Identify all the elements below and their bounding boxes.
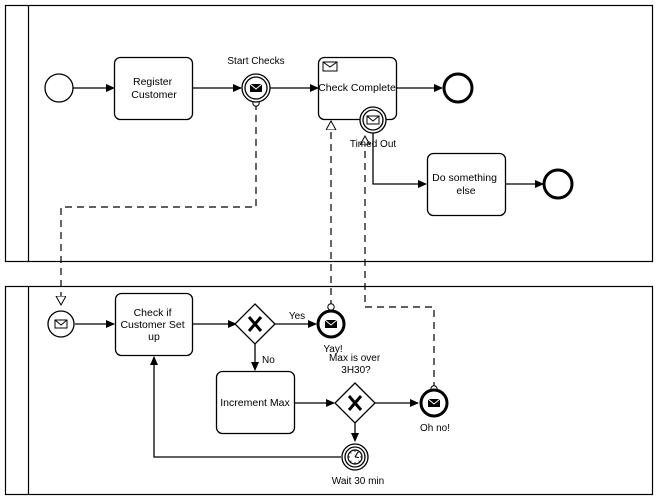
label-yes: Yes	[289, 311, 305, 322]
envelope-icon	[427, 398, 441, 407]
task-check-setup-label-3: up	[148, 331, 160, 343]
envelope-icon	[54, 319, 68, 329]
task-check-setup-label-2: Customer Set	[120, 319, 184, 331]
end-event-yay[interactable]	[316, 309, 346, 339]
task-check-complete[interactable]: Check Complete	[317, 56, 398, 121]
label-max-over-1: Max is over	[329, 353, 381, 364]
task-increment-max[interactable]: Increment Max	[215, 370, 296, 435]
task-check-customer-setup[interactable]: Check if Customer Set up	[114, 292, 194, 357]
label-max-over-2: 3H30?	[341, 365, 371, 376]
label-timed-out: Timed Out	[350, 139, 397, 150]
boundary-event-timed-out[interactable]	[359, 106, 387, 134]
gateway-exclusive-1[interactable]	[234, 303, 276, 345]
message-start-event-bottom[interactable]	[47, 310, 75, 338]
envelope-icon	[322, 61, 338, 72]
end-event-top[interactable]	[442, 72, 474, 104]
task-do-something-else-label-1: Do something	[432, 172, 497, 184]
start-event-top[interactable]	[44, 73, 74, 103]
task-do-something-else[interactable]: Do something else	[426, 152, 507, 217]
end-event-oh-no[interactable]	[419, 388, 449, 418]
intermediate-event-start-checks[interactable]	[241, 73, 271, 103]
x-marker-icon	[347, 395, 363, 411]
svg-text:Check if Customer Set: Check if Customer Set up	[120, 307, 187, 343]
task-register-customer-label-1: Register	[133, 76, 173, 88]
gateway-exclusive-2[interactable]	[334, 382, 376, 424]
end-event-do-something[interactable]	[542, 168, 574, 200]
task-check-complete-label: Check Complete	[318, 82, 396, 94]
envelope-icon	[366, 115, 380, 125]
label-oh-no: Oh no!	[420, 423, 450, 434]
task-register-customer-label-2: Customer	[131, 89, 177, 101]
message-flows	[61, 103, 434, 389]
sequence-flows-bottom	[75, 320, 419, 458]
envelope-icon	[249, 83, 263, 92]
label-wait-30: Wait 30 min	[332, 476, 384, 487]
pool-top[interactable]	[4, 4, 654, 263]
label-max-over: Max is over 3H30?	[329, 353, 383, 376]
label-yay: Yay!	[323, 344, 342, 355]
task-register-customer[interactable]: Register Customer	[113, 56, 194, 121]
x-marker-icon	[247, 316, 263, 332]
task-increment-max-label: Increment Max	[220, 397, 290, 409]
label-start-checks: Start Checks	[227, 56, 284, 67]
svg-text:Register Customer: Register Customer	[131, 76, 177, 101]
task-check-setup-label-1: Check if	[134, 307, 172, 319]
clock-icon	[347, 449, 363, 465]
svg-text:Do something else: Do something else	[432, 172, 500, 197]
task-do-something-else-label-2: else	[456, 185, 475, 197]
label-no: No	[262, 355, 275, 366]
envelope-icon	[324, 319, 338, 328]
timer-event-wait[interactable]	[341, 443, 369, 471]
